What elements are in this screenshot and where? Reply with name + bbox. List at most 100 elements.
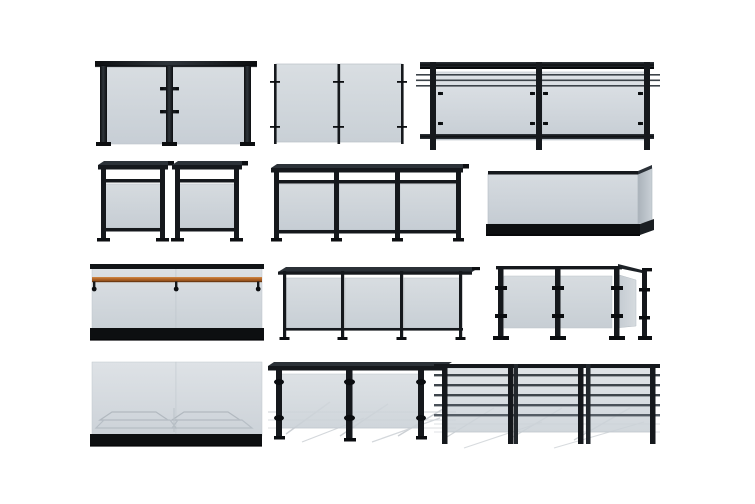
top-handrail — [434, 364, 660, 368]
glass-panel — [445, 367, 511, 433]
base-channel — [486, 224, 640, 235]
top-handrail — [278, 267, 480, 272]
glass-panel — [277, 183, 337, 231]
glass-clamp — [638, 121, 643, 126]
railing-post — [234, 165, 239, 240]
glass-panel — [339, 63, 403, 143]
railing-post — [536, 62, 542, 150]
standoff-bracket — [91, 281, 97, 292]
glass-panel — [285, 277, 343, 329]
frame-rail-lower — [275, 230, 461, 234]
frame-rail-upper — [103, 179, 165, 183]
railing-post — [344, 366, 356, 442]
glass-panel — [541, 71, 649, 141]
glass-panel — [559, 275, 613, 329]
railing-post — [430, 62, 436, 150]
glass-panel — [399, 183, 459, 231]
top-handrail — [98, 165, 168, 170]
base-channel — [90, 434, 262, 446]
top-handrail — [172, 165, 242, 170]
railing-post — [96, 66, 111, 146]
slim-standoff-post — [333, 64, 344, 144]
railing-post — [395, 168, 400, 240]
horizontal-bar-rails — [434, 374, 660, 417]
railing-post — [274, 366, 285, 440]
glass-clamp — [438, 121, 443, 126]
figure-clamp-post-railing-with-corner-return — [490, 256, 662, 352]
glass-panel — [338, 183, 398, 231]
glass-panel — [279, 373, 349, 429]
railing-post — [644, 62, 650, 150]
glass-panel — [487, 173, 639, 225]
glass-clamp — [530, 91, 548, 96]
railing-post — [334, 168, 339, 240]
standoff-bracket — [255, 281, 261, 292]
glass-clamp — [160, 110, 179, 114]
figure-post-clamp-railing-with-deck-reflection — [268, 356, 456, 456]
railing-post — [609, 266, 625, 340]
frame-rail-lower — [103, 228, 165, 232]
frame-rail-upper — [177, 179, 239, 183]
railing-post — [274, 168, 279, 240]
railing-post — [101, 165, 106, 240]
railing-post — [514, 364, 518, 444]
figure-framed-three-panel-railing-perspective — [268, 158, 474, 254]
top-cap-rail — [90, 264, 264, 269]
glass-panel — [351, 373, 423, 429]
glass-panel — [403, 277, 461, 329]
top-handrail — [268, 366, 446, 371]
railing-post — [638, 270, 652, 340]
railing-post — [160, 165, 165, 240]
glass-panel — [105, 65, 169, 145]
railing-post — [550, 266, 566, 340]
figure-multi-bar-glass-railing-perspective — [434, 358, 660, 456]
figure-slim-post-three-panel-railing-perspective — [274, 260, 484, 354]
glass-clamp — [530, 121, 548, 126]
slim-standoff-post — [397, 64, 407, 144]
railing-post — [508, 364, 514, 444]
glass-clamp — [160, 87, 179, 91]
glass-panel — [178, 183, 238, 229]
top-handrail — [271, 168, 463, 173]
railing-post — [240, 66, 255, 146]
figure-frameless-glass-base-channel-corner — [482, 162, 662, 252]
figure-frameless-glass-wood-handrail-standoff — [88, 258, 270, 350]
railing-post — [455, 271, 466, 340]
figure-post-and-clamp-glass-railing-front — [92, 50, 264, 160]
railing-post — [586, 364, 591, 444]
glass-clamp — [638, 91, 643, 96]
glass-panel — [515, 367, 581, 433]
base-channel — [90, 328, 264, 340]
glass-panel — [275, 63, 339, 143]
figure-frameless-glass-with-slim-standoff-posts — [268, 56, 418, 156]
glass-clamp — [438, 91, 443, 96]
railing-post — [456, 168, 461, 240]
railing-post — [396, 271, 407, 340]
figure-framed-two-panel-railing-perspective — [92, 154, 262, 254]
glass-panel — [503, 275, 557, 329]
floor-reflection — [94, 408, 254, 432]
slim-standoff-post — [270, 64, 280, 144]
wood-handrail — [92, 277, 262, 282]
railing-post — [493, 266, 509, 340]
railing-post — [337, 271, 348, 340]
standoff-bracket — [173, 281, 179, 292]
railing-post — [162, 66, 177, 146]
railing-post — [578, 364, 584, 444]
railing-post — [442, 364, 448, 444]
glass-panel-corner-return — [637, 167, 653, 225]
glass-panel — [171, 65, 247, 145]
glass-panel — [91, 361, 177, 437]
railing-post — [175, 165, 180, 240]
railing-bay — [97, 161, 174, 242]
railing-post — [416, 366, 427, 440]
glass-panel — [175, 361, 263, 437]
frame-rail-lower — [177, 228, 239, 232]
top-cap-rail — [488, 171, 638, 175]
top-handrail — [95, 61, 257, 66]
frame-rail-upper — [275, 180, 461, 184]
figure-glass-railing-with-horizontal-cable-infill — [416, 50, 660, 162]
bottom-rail — [283, 328, 463, 331]
railing-post — [279, 271, 290, 340]
